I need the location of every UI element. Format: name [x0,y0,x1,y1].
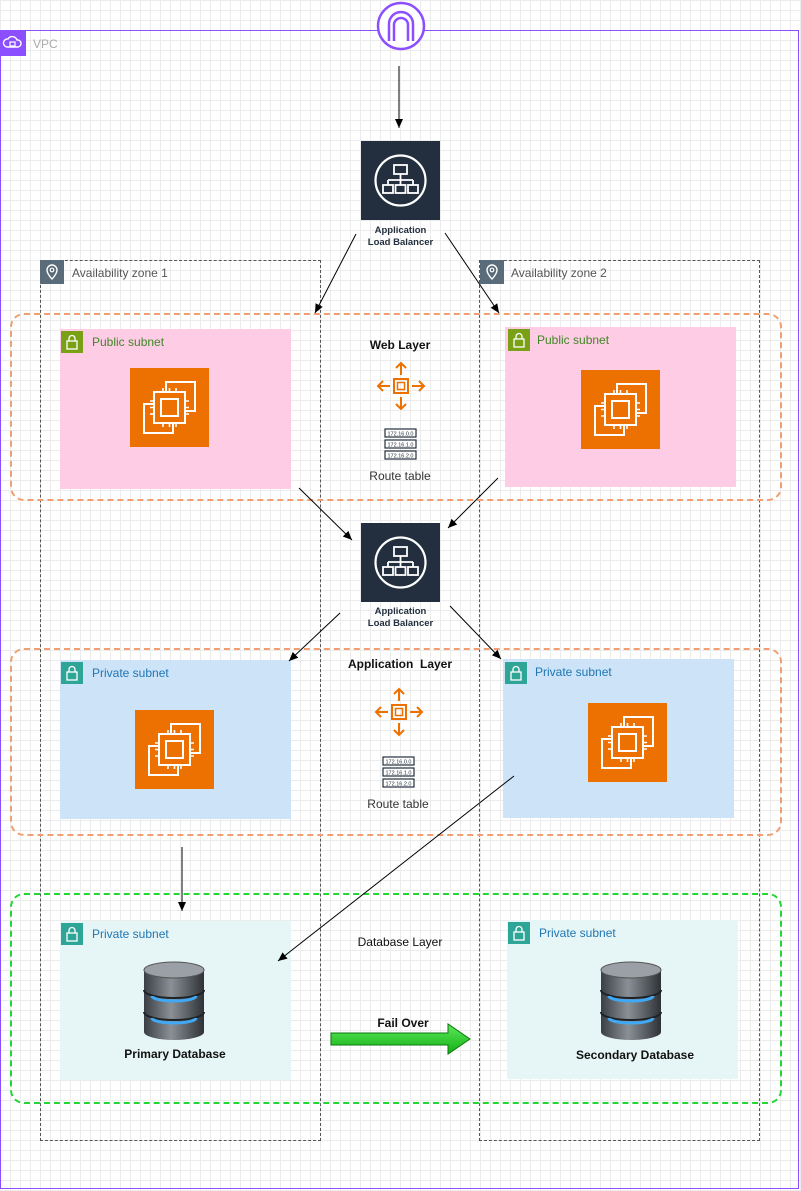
route-entry: 172.16.2.0 [388,454,414,460]
primary-database-label: Primary Database [124,1047,226,1061]
app-layer-title: Application Layer [347,657,453,671]
failover-arrow [330,1022,472,1056]
public-subnet-left-label: Public subnet [92,335,165,349]
private-subnet-db-right-label: Private subnet [539,926,616,940]
load-balancer-icon [361,141,440,220]
route-entry: 172.16.0.0 [386,760,412,766]
vpc-label: VPC [33,37,58,51]
alb-mid-label: Application Load Balancer [340,606,461,630]
lock-icon [508,922,530,944]
load-balancer-icon [361,523,440,602]
ec2-instance-icon [130,368,209,447]
auto-scaling-icon [376,361,426,411]
failover-label: Fail Over [377,1016,429,1030]
zone-pin-icon [40,260,64,284]
alb-mid-label-line2: Load Balancer [367,618,434,629]
ec2-instance-icon [135,710,214,789]
route-entry: 172.16.2.0 [386,782,412,788]
database-icon [595,960,667,1042]
availability-zone-1 [40,260,321,1141]
route-entry: 172.16.1.0 [388,443,414,449]
app-layer-boundary [10,648,782,836]
ec2-instance-icon [588,703,667,782]
alb-mid-label-line1: Application [374,606,427,617]
private-subnet-db-left-label: Private subnet [92,927,169,941]
alb-top-label-line1: Application [374,225,427,236]
alb-top-label: Application Load Balancer [340,225,461,249]
database-icon [138,960,210,1042]
zone-pin-icon [480,260,504,284]
arrow-alb-to-app-right [449,605,502,660]
vpc-cloud-icon [0,30,26,56]
route-table-icon: 172.16.0.0 172.16.1.0 172.16.2.0 [382,756,415,788]
availability-zone-2 [479,260,760,1141]
internet-gateway-icon [375,0,427,52]
private-subnet-app-left-label: Private subnet [92,666,169,680]
arrow-web-left-to-alb [298,487,353,541]
lock-icon [505,662,527,684]
zone-2-label: Availability zone 2 [511,266,607,280]
route-entry: 172.16.1.0 [386,771,412,777]
public-subnet-right-label: Public subnet [537,333,610,347]
db-layer-boundary [10,893,782,1104]
web-layer-boundary [10,313,782,501]
arrow-alb-to-web-left [314,233,357,314]
route-entry: 172.16.0.0 [388,432,414,438]
private-subnet-app-right-label: Private subnet [535,665,612,679]
web-layer-title: Web Layer [369,338,431,352]
alb-top-label-line2: Load Balancer [367,237,434,248]
arrow-alb-to-app-left [288,612,341,662]
arrow-alb-to-web-right [444,232,500,314]
lock-icon [61,331,83,353]
secondary-database-label: Secondary Database [575,1048,695,1062]
arrow-web-right-to-alb [447,477,499,529]
zone-1-label: Availability zone 1 [72,266,168,280]
arrow-app-right-to-db [277,775,515,962]
web-route-table-label: Route table [369,469,431,483]
auto-scaling-icon [374,687,424,737]
app-route-table-label: Route table [367,797,429,811]
lock-icon [508,329,530,351]
ec2-instance-icon [581,370,660,449]
db-layer-title: Database Layer [357,935,443,949]
lock-icon [61,662,83,684]
route-table-icon: 172.16.0.0 172.16.1.0 172.16.2.0 [384,428,417,460]
lock-icon [61,923,83,945]
